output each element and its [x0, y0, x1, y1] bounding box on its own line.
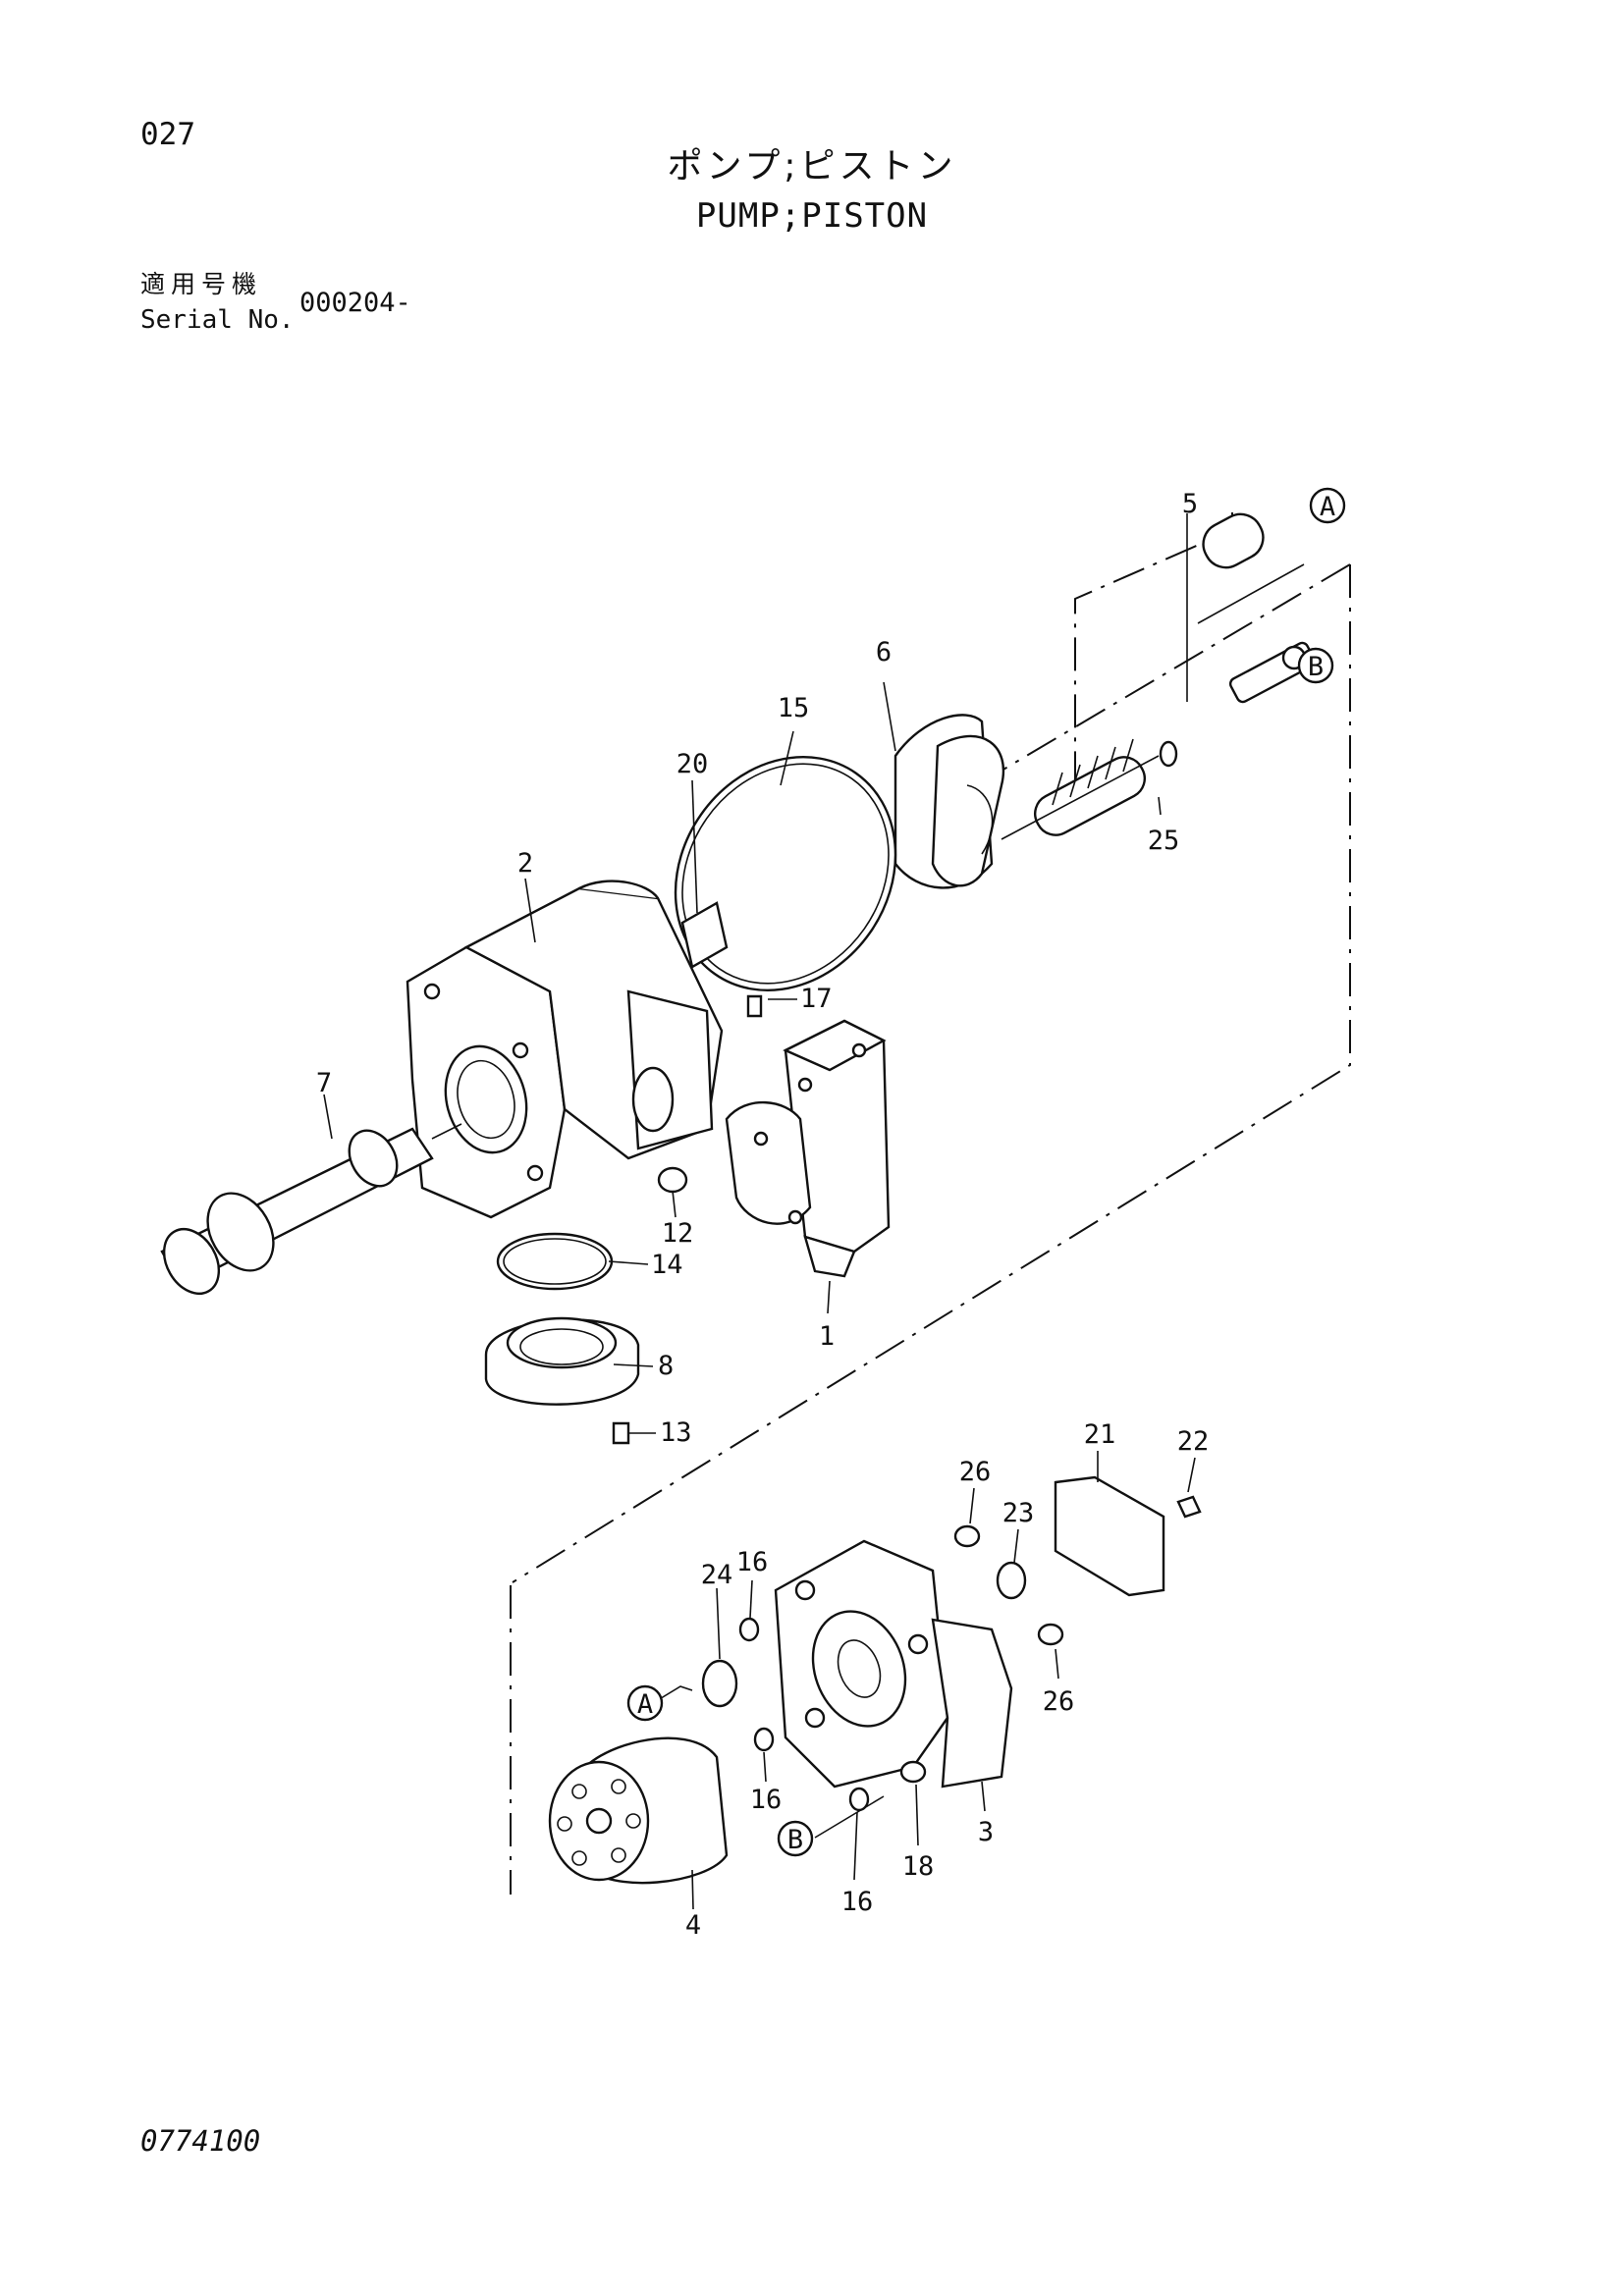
callout-26b: 26	[1043, 1686, 1075, 1717]
callout-22: 22	[1177, 1426, 1210, 1457]
part-14-oring	[496, 1232, 614, 1291]
serial-label-english: Serial No.	[140, 305, 295, 335]
callout-12: 12	[662, 1218, 694, 1249]
callout-8: 8	[658, 1351, 674, 1381]
callout-18: 18	[902, 1851, 935, 1882]
part-23-oring	[996, 1561, 1027, 1600]
part-18-bolt	[899, 1760, 927, 1784]
ref-marker-b-bottom: B	[777, 1820, 814, 1857]
part-7-shaft	[160, 1123, 462, 1295]
ref-marker-a-bottom: A	[626, 1684, 664, 1722]
callout-2: 2	[517, 848, 533, 879]
ref-marker-a-top-label: A	[1320, 492, 1335, 522]
callout-25: 25	[1148, 826, 1180, 856]
part-12-plug	[657, 1166, 688, 1194]
ref-marker-a-top: A	[1309, 487, 1346, 524]
page-title-english: PUMP;PISTON	[695, 196, 929, 236]
callout-21: 21	[1084, 1419, 1116, 1450]
callout-5: 5	[1182, 489, 1198, 519]
part-2-casing	[406, 880, 724, 1219]
part-20-plate	[680, 901, 729, 969]
ref-marker-b-top-label: B	[1308, 652, 1324, 682]
callout-labels: 5 6 15 20 2 7 25 17 12 14 8 13 1 21 22 2…	[316, 489, 1209, 1941]
part-6-swash-plate	[893, 714, 1004, 889]
callout-16b: 16	[750, 1785, 783, 1815]
ref-marker-b-bottom-label: B	[787, 1825, 803, 1855]
callout-7: 7	[316, 1068, 332, 1098]
part-13-bolt	[612, 1421, 630, 1445]
leader-lines	[323, 513, 1196, 1910]
ref-marker-b-top: B	[1297, 647, 1334, 684]
callout-24: 24	[701, 1560, 733, 1590]
drawing-number: 0774100	[140, 2124, 261, 2158]
part-16-oring-low	[848, 1787, 870, 1812]
part-21-cover-plate	[1054, 1475, 1165, 1597]
serial-label-japanese: 適用号機	[140, 270, 263, 298]
part-15-oring	[674, 756, 897, 991]
callout-16a: 16	[736, 1547, 769, 1577]
part-26-plug-right	[1037, 1623, 1064, 1646]
part-17-screw	[746, 994, 763, 1018]
page-title-japanese: ポンプ;ピストン	[667, 146, 957, 187]
callout-1: 1	[819, 1321, 835, 1352]
callout-13: 13	[660, 1417, 692, 1448]
callout-4: 4	[685, 1910, 701, 1941]
spring-coil	[1001, 738, 1178, 840]
callout-6: 6	[876, 637, 892, 667]
part-16-oring-top	[738, 1617, 760, 1642]
part-16-oring-mid	[753, 1727, 775, 1752]
callout-20: 20	[677, 749, 709, 779]
callout-23: 23	[1002, 1498, 1035, 1528]
part-8-seal-cover	[484, 1316, 640, 1406]
callout-15: 15	[778, 693, 810, 723]
callout-17: 17	[800, 984, 833, 1014]
callout-3: 3	[978, 1817, 994, 1847]
part-22-bolt	[1176, 1495, 1202, 1519]
ref-marker-a-bottom-label: A	[637, 1689, 653, 1720]
page-number: 027	[140, 117, 195, 152]
part-3-valve-block	[774, 1539, 1013, 1789]
part-4-cylinder-block	[548, 1736, 729, 1885]
part-26-plug-top	[953, 1524, 981, 1548]
part-1-regulator	[725, 1019, 891, 1278]
callout-26a: 26	[959, 1457, 992, 1487]
part-24-ring	[701, 1659, 738, 1708]
serial-number-value: 000204-	[299, 288, 411, 318]
callout-14: 14	[651, 1250, 683, 1280]
callout-16c: 16	[841, 1887, 874, 1917]
part-5-spool	[1202, 512, 1317, 704]
